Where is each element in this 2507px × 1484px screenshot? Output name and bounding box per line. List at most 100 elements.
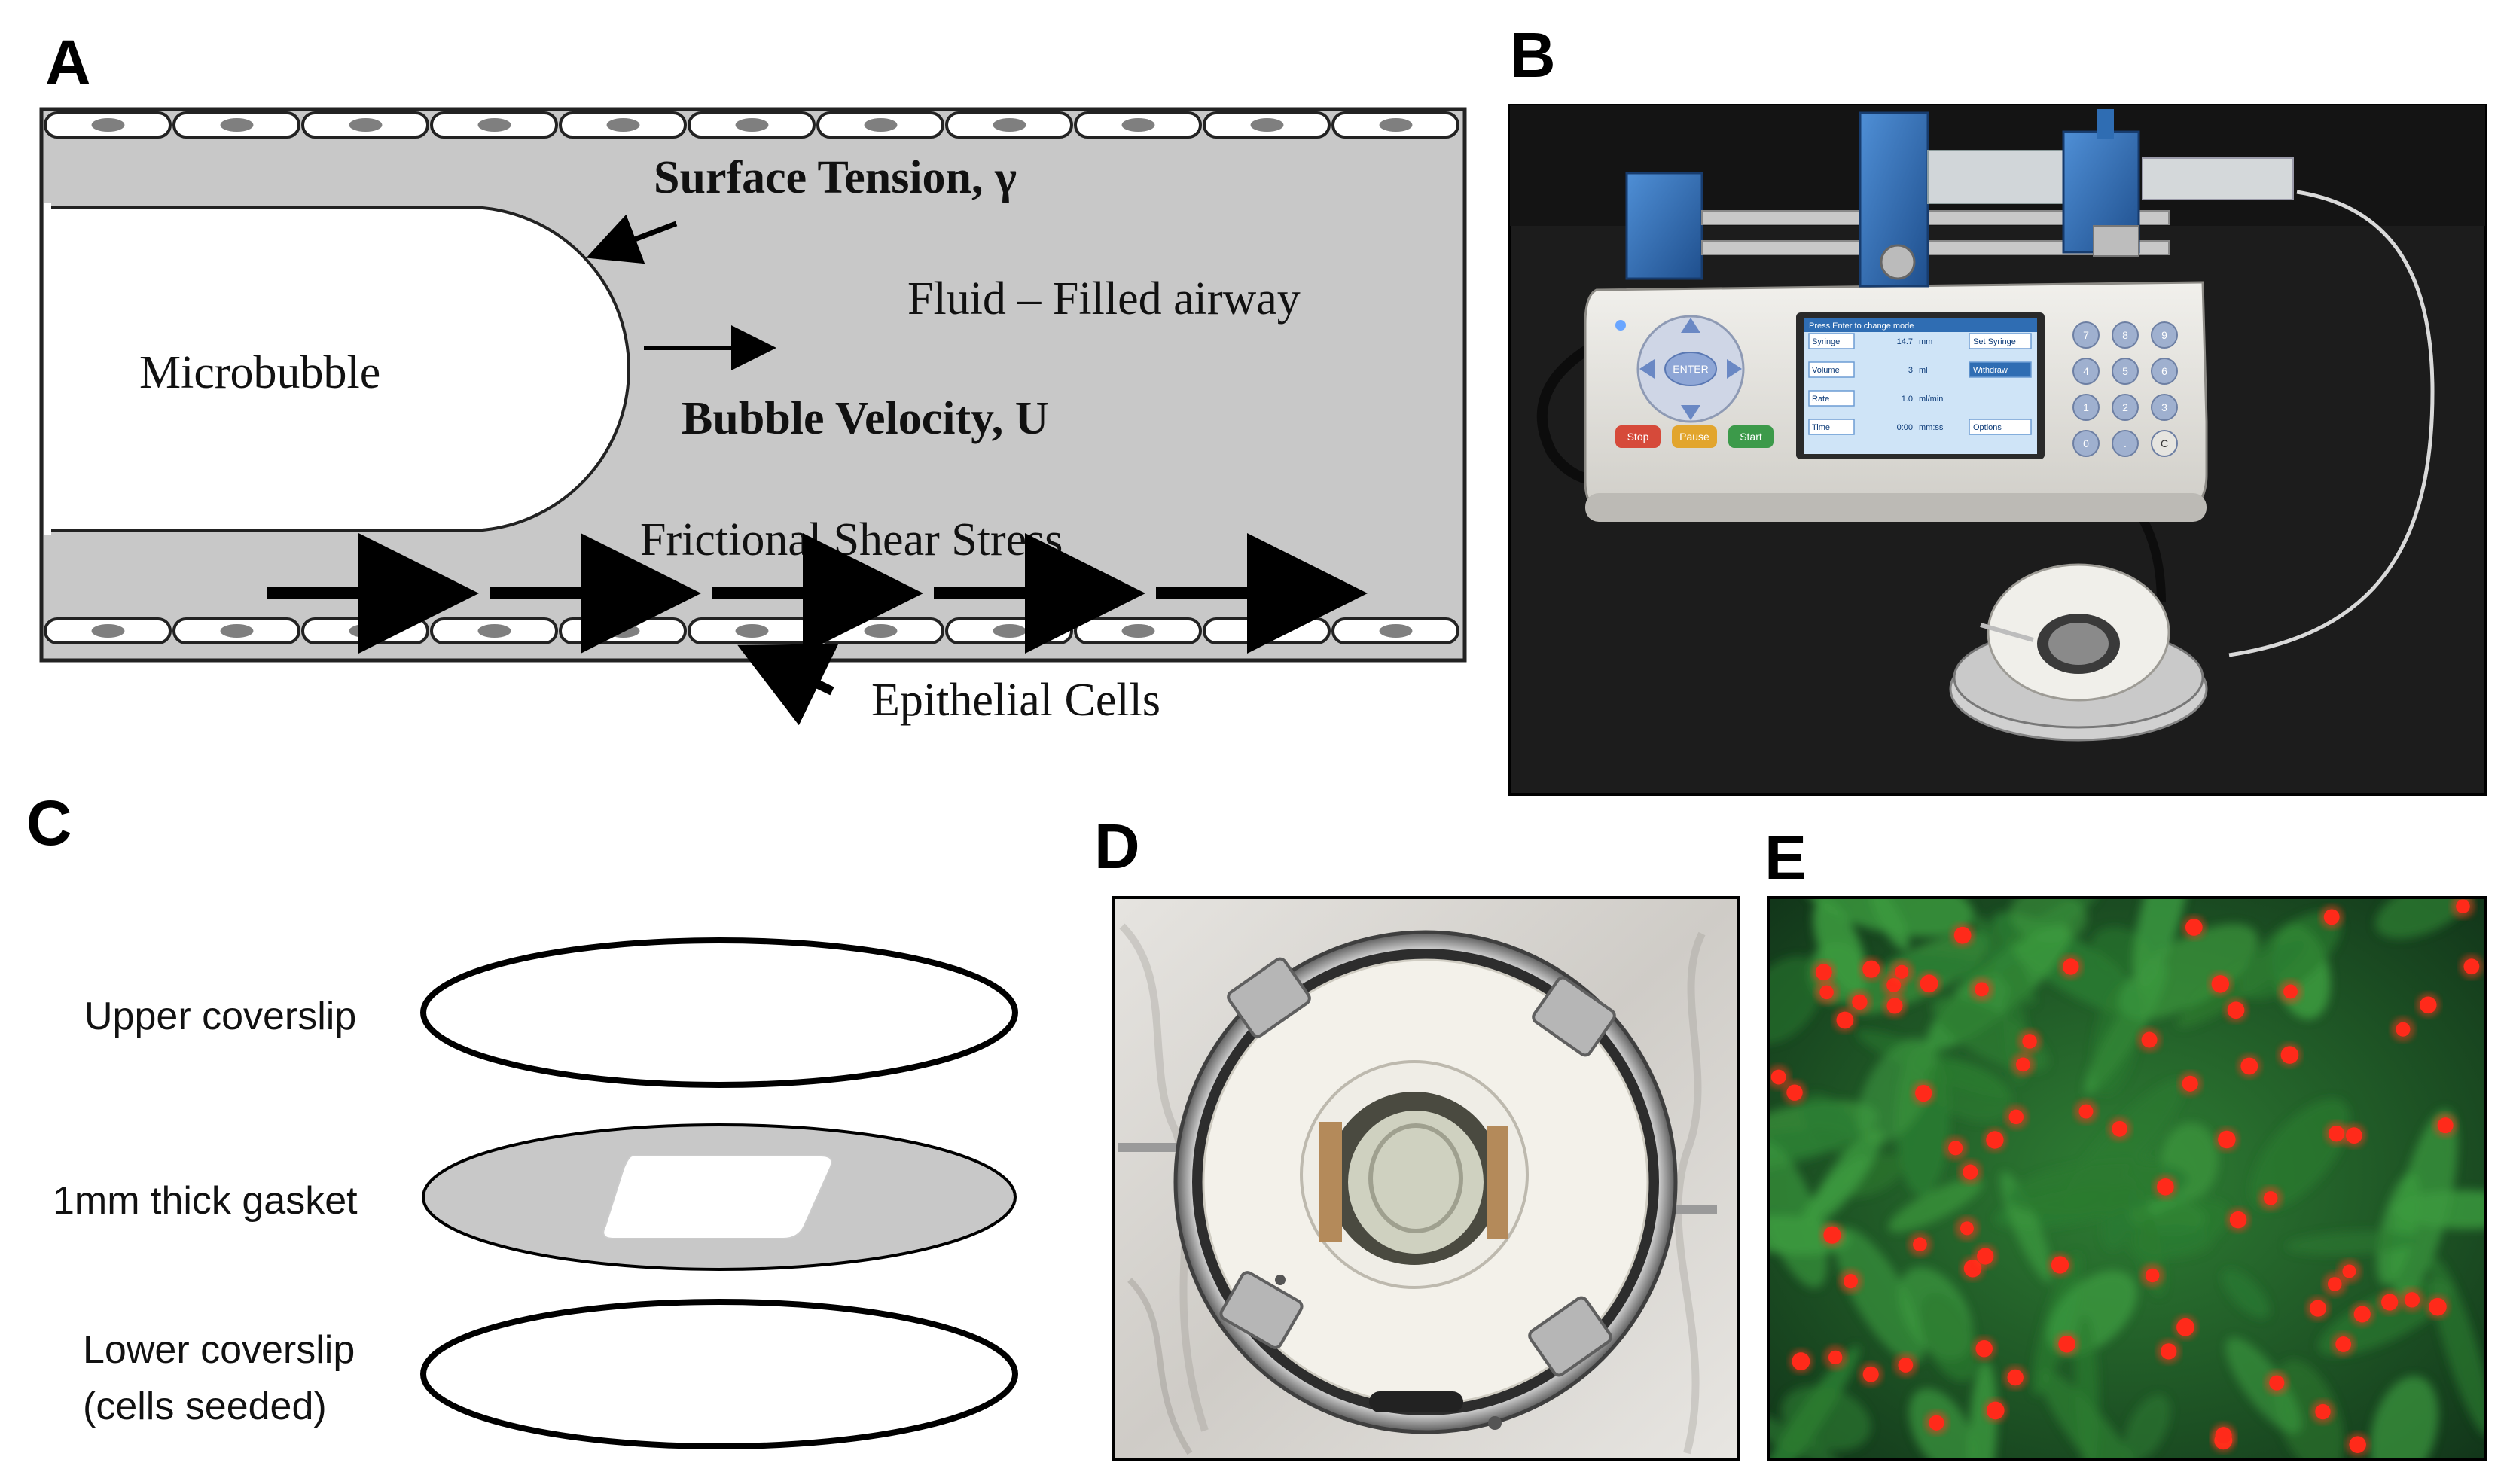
red-nucleus — [2054, 1332, 2079, 1357]
red-nucleus — [2058, 954, 2083, 979]
keypad-key[interactable]: 0 — [2072, 430, 2100, 457]
screen-row-action[interactable]: Options — [1973, 423, 2002, 432]
red-nucleus — [2048, 1252, 2072, 1277]
panel-d: D — [1094, 811, 1740, 1461]
screen-row-action[interactable]: Set Syringe — [1973, 337, 2016, 346]
panel-b: B ENTER St — [1508, 20, 2487, 796]
keypad-key[interactable]: 7 — [2072, 321, 2100, 349]
lower-coverslip-label-line2: (cells seeded) — [83, 1385, 327, 1428]
panel-a: A Microbubble Surface Tension, γ Fluid –… — [39, 27, 1467, 726]
keypad-key-label: 8 — [2122, 329, 2128, 341]
red-nucleus — [1811, 960, 1836, 985]
epithelial-cell — [688, 111, 816, 139]
keypad-key[interactable]: . — [2112, 430, 2139, 457]
green-cell — [1769, 1404, 1842, 1460]
green-cell — [2136, 1224, 2213, 1258]
keypad-key-label: 0 — [2083, 437, 2089, 449]
gasket-edge-left — [1319, 1122, 1342, 1242]
red-nucleus — [2399, 1287, 2424, 1312]
screen-row[interactable]: Volume 3 ml Withdraw — [1808, 361, 2032, 378]
epithelial-arrow — [737, 644, 839, 726]
red-nucleus — [2310, 1400, 2335, 1425]
keypad-key[interactable]: 9 — [2151, 321, 2178, 349]
gasket-channel-cutout — [602, 1155, 833, 1239]
red-nucleus — [2173, 1315, 2197, 1339]
cell-nucleus — [477, 624, 511, 638]
green-cell — [1925, 1060, 2013, 1123]
keypad-key-label: . — [2124, 437, 2127, 449]
keypad-key[interactable]: 6 — [2151, 358, 2178, 385]
cell-nucleus — [735, 118, 769, 132]
red-nucleus — [1882, 993, 1907, 1018]
screen-row-unit: ml/min — [1919, 395, 1943, 404]
red-nucleus — [1814, 980, 1839, 1004]
green-cell — [2008, 1160, 2189, 1216]
tubing — [2228, 190, 2435, 657]
red-nucleus — [2153, 1175, 2178, 1199]
up-arrow-icon[interactable] — [1681, 318, 1700, 333]
left-arrow-icon[interactable] — [1639, 359, 1655, 379]
epithelial-cell — [688, 617, 816, 644]
screen-row-value: 3 — [1908, 366, 1913, 375]
epithelial-cell — [1074, 617, 1202, 644]
green-cell — [1919, 1292, 1979, 1382]
cell-nucleus — [864, 118, 898, 132]
start-button[interactable] — [1728, 425, 1774, 448]
syringe-clamp-knob — [2097, 109, 2114, 139]
keypad-key[interactable]: C — [2151, 430, 2178, 457]
red-nucleus — [1972, 1336, 1996, 1361]
cell-nucleus — [220, 118, 254, 132]
green-cell-bodies — [1769, 897, 2485, 1460]
bubble-velocity-label: Bubble Velocity, U — [682, 393, 1049, 444]
keypad-key[interactable]: 5 — [2112, 358, 2139, 385]
right-arrow-icon[interactable] — [1727, 359, 1742, 379]
stop-button[interactable] — [1615, 425, 1661, 448]
enter-button[interactable] — [1664, 352, 1717, 386]
microbubble-edge-mask — [44, 203, 51, 535]
red-nucleus — [2324, 1121, 2349, 1146]
screen-row-label: Volume — [1812, 366, 1840, 375]
down-arrow-icon[interactable] — [1681, 405, 1700, 420]
red-nucleus — [2459, 954, 2484, 979]
epithelial-cell — [172, 617, 300, 644]
cell-nucleus — [477, 118, 511, 132]
red-nucleus — [2350, 1302, 2374, 1327]
keypad-key[interactable]: 1 — [2072, 394, 2100, 421]
holder-clips — [1219, 957, 1616, 1377]
screen-row-unit: ml — [1919, 366, 1928, 375]
red-nucleus — [2156, 1339, 2181, 1364]
coverslip-outline — [1368, 1123, 1463, 1233]
green-cell — [1932, 996, 2049, 1072]
upper-coverslip — [420, 937, 1018, 1088]
panel-a-letter: A — [45, 27, 91, 98]
green-cell — [1892, 953, 1997, 980]
pause-button[interactable] — [1672, 425, 1717, 448]
power-led — [1615, 320, 1626, 331]
cell-nucleus — [1121, 118, 1155, 132]
red-nucleus — [1819, 1223, 1844, 1248]
keypad-key[interactable]: 2 — [2112, 394, 2139, 421]
panel-d-letter: D — [1094, 811, 1140, 882]
green-cell — [1800, 1156, 1868, 1224]
red-nucleus — [1969, 977, 1994, 1001]
red-nucleus — [2003, 1365, 2028, 1390]
keypad-key[interactable]: 3 — [2151, 394, 2178, 421]
epithelial-cell — [1331, 111, 1459, 139]
panel-e: E — [1764, 822, 2487, 1461]
green-cell — [2286, 1230, 2420, 1256]
keypad-key[interactable]: 8 — [2112, 321, 2139, 349]
green-cell — [1781, 1385, 1871, 1452]
direction-pad[interactable]: ENTER — [1636, 315, 1745, 423]
red-nucleus — [2345, 1432, 2370, 1457]
keypad-key[interactable]: 4 — [2072, 358, 2100, 385]
green-cell — [2133, 897, 2192, 988]
keypad-key-label: 1 — [2083, 401, 2089, 413]
frictional-shear-stress-label: Frictional Shear Stress — [640, 514, 1063, 565]
screen-row-action[interactable]: Withdraw — [1973, 366, 2008, 375]
